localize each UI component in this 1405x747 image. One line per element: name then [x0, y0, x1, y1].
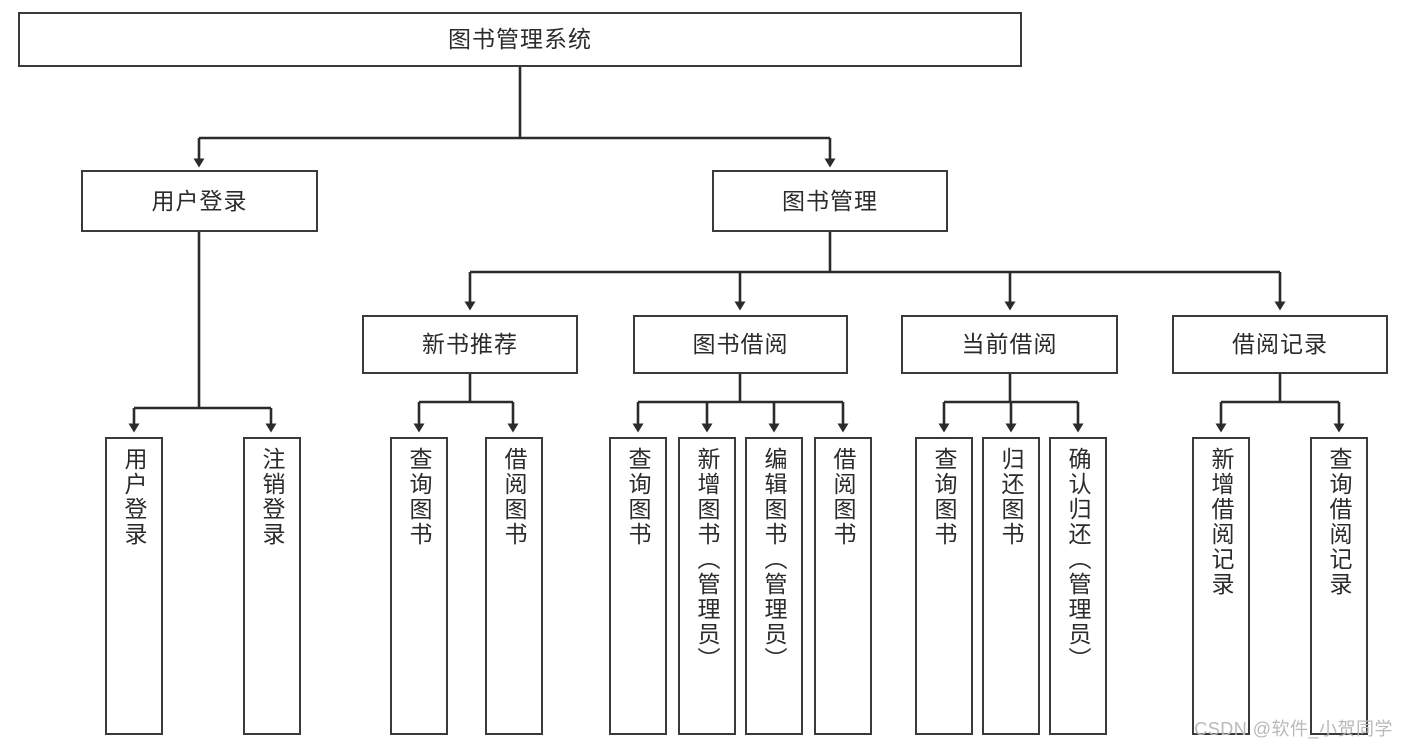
node-label: 注销登录: [259, 447, 286, 547]
node-label: 图书管理系统: [448, 26, 592, 53]
node-label: 新书推荐: [422, 331, 518, 358]
node-label: 归还图书: [998, 447, 1025, 547]
node-label: 借阅图书: [501, 447, 528, 547]
leaf-borrow-books-recommend[interactable]: 借阅图书: [485, 437, 543, 735]
leaf-query-borrow-record[interactable]: 查询借阅记录: [1310, 437, 1368, 735]
leaf-borrow-books-borrow[interactable]: 借阅图书: [814, 437, 872, 735]
leaf-add-borrow-record[interactable]: 新增借阅记录: [1192, 437, 1250, 735]
leaf-query-books-current[interactable]: 查询图书: [915, 437, 973, 735]
node-root-system[interactable]: 图书管理系统: [18, 12, 1022, 67]
leaf-user-login[interactable]: 用户登录: [105, 437, 163, 735]
leaf-return-books[interactable]: 归还图书: [982, 437, 1040, 735]
node-book-borrow[interactable]: 图书借阅: [633, 315, 848, 374]
leaf-edit-book-admin[interactable]: 编辑图书（管理员）: [745, 437, 803, 735]
node-label: 查询借阅记录: [1326, 447, 1353, 597]
node-label: 新增借阅记录: [1208, 447, 1235, 597]
node-label: 确认归还（管理员）: [1065, 447, 1092, 672]
leaf-query-books-recommend[interactable]: 查询图书: [390, 437, 448, 735]
leaf-confirm-return-admin[interactable]: 确认归还（管理员）: [1049, 437, 1107, 735]
node-new-book-recommend[interactable]: 新书推荐: [362, 315, 578, 374]
node-label: 查询图书: [931, 447, 958, 547]
leaf-logout-login[interactable]: 注销登录: [243, 437, 301, 735]
node-label: 当前借阅: [961, 331, 1058, 358]
node-label: 编辑图书（管理员）: [761, 447, 788, 672]
node-label: 查询图书: [625, 447, 652, 547]
node-label: 用户登录: [151, 187, 248, 214]
node-label: 图书借阅: [692, 331, 789, 358]
node-borrow-records[interactable]: 借阅记录: [1172, 315, 1388, 374]
node-label: 新增图书（管理员）: [694, 447, 721, 672]
node-label: 用户登录: [121, 447, 148, 547]
node-label: 借阅图书: [830, 447, 857, 547]
node-label: 查询图书: [406, 447, 433, 547]
node-user-login[interactable]: 用户登录: [81, 170, 318, 232]
node-label: 借阅记录: [1232, 331, 1328, 358]
node-book-management[interactable]: 图书管理: [712, 170, 948, 232]
node-current-borrow[interactable]: 当前借阅: [901, 315, 1118, 374]
node-label: 图书管理: [782, 187, 878, 214]
leaf-add-book-admin[interactable]: 新增图书（管理员）: [678, 437, 736, 735]
leaf-query-books-borrow[interactable]: 查询图书: [609, 437, 667, 735]
